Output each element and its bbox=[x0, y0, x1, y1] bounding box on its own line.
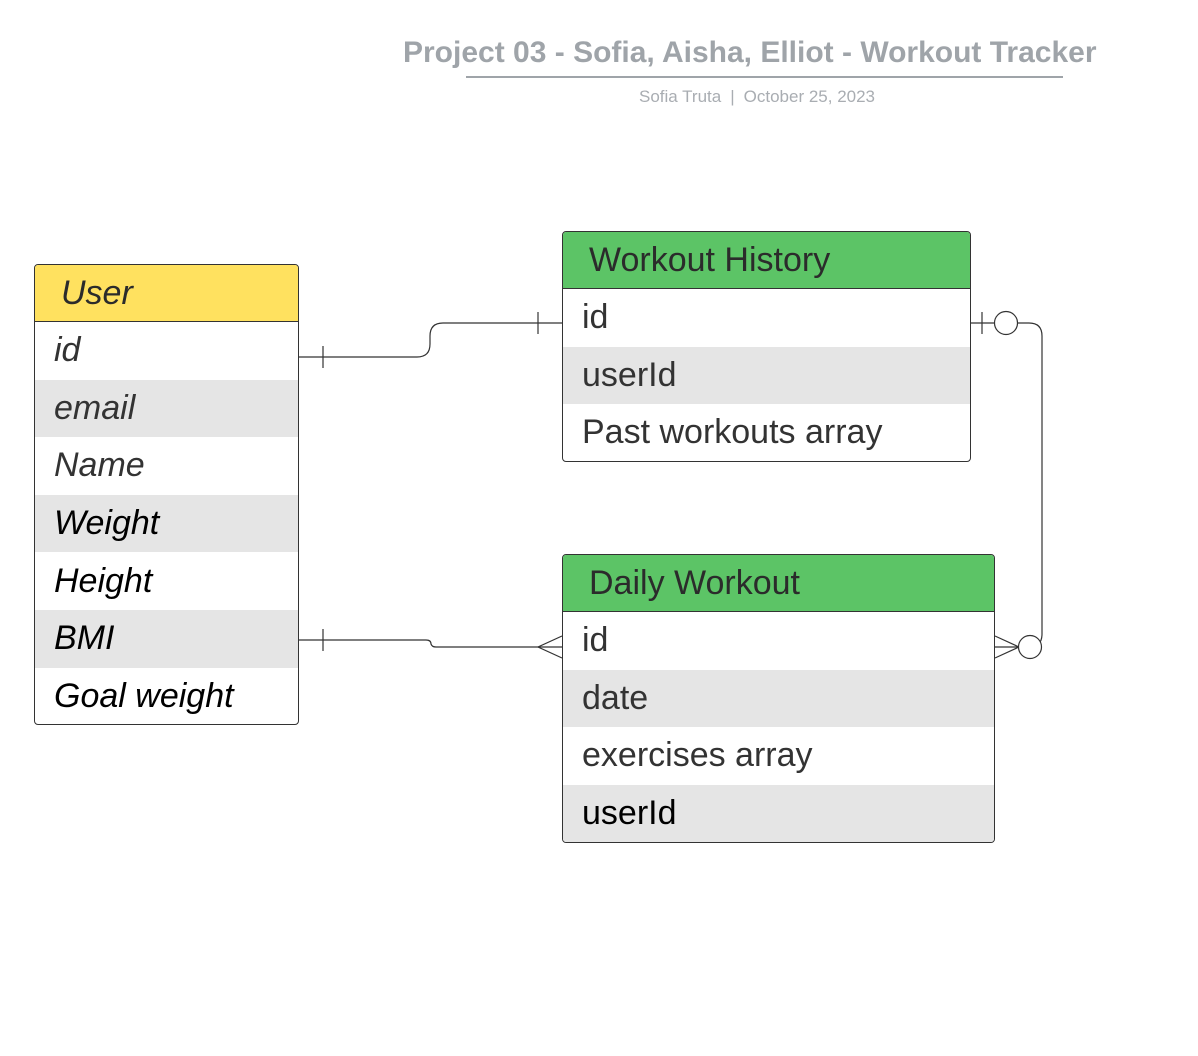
field-row: Name bbox=[35, 437, 298, 495]
field-row: date bbox=[563, 669, 994, 728]
field-row: Past workouts array bbox=[563, 404, 970, 461]
connector-user-daily bbox=[299, 639, 562, 648]
entity-workout-history-header: Workout History bbox=[563, 232, 970, 289]
field-history-past-workouts: Past workouts array bbox=[582, 413, 883, 452]
field-daily-id: id bbox=[582, 621, 609, 660]
field-user-height: Height bbox=[54, 561, 153, 600]
entity-daily-workout[interactable]: Daily Workout id date exercises array us… bbox=[562, 554, 995, 843]
entity-daily-workout-title: Daily Workout bbox=[589, 563, 800, 602]
field-user-id: id bbox=[54, 331, 81, 370]
author-name: Sofia Truta bbox=[639, 87, 722, 106]
field-row: exercises array bbox=[563, 727, 994, 785]
field-row: email bbox=[35, 379, 298, 438]
field-history-id: id bbox=[582, 298, 609, 337]
field-row: userId bbox=[563, 784, 994, 842]
entity-user[interactable]: User id email Name Weight Height BMI Goa… bbox=[34, 264, 299, 725]
field-user-name: Name bbox=[54, 446, 145, 485]
field-row: BMI bbox=[35, 609, 298, 668]
title-underline bbox=[466, 76, 1063, 78]
field-row: Height bbox=[35, 552, 298, 610]
connector-user-history bbox=[299, 322, 562, 358]
field-row: Weight bbox=[35, 494, 298, 553]
entity-workout-history[interactable]: Workout History id userId Past workouts … bbox=[562, 231, 971, 462]
document-date: October 25, 2023 bbox=[743, 87, 876, 106]
document-title: Project 03 - Sofia, Aisha, Elliot - Work… bbox=[403, 36, 1097, 69]
field-user-goal-weight: Goal weight bbox=[54, 676, 234, 715]
field-row: id bbox=[563, 289, 970, 347]
entity-daily-workout-header: Daily Workout bbox=[563, 555, 994, 612]
field-row: Goal weight bbox=[35, 668, 298, 724]
field-daily-exercises: exercises array bbox=[582, 736, 813, 775]
many-marker-daily-left bbox=[536, 635, 563, 659]
entity-user-header: User bbox=[35, 265, 298, 322]
entity-user-title: User bbox=[61, 273, 133, 312]
field-daily-date: date bbox=[582, 678, 649, 717]
document-meta: Sofia Truta | October 25, 2023 bbox=[639, 87, 875, 107]
meta-separator: | bbox=[730, 87, 735, 106]
field-row: id bbox=[35, 322, 298, 380]
field-user-weight: Weight bbox=[54, 504, 160, 543]
field-history-userid: userId bbox=[582, 355, 677, 394]
field-user-email: email bbox=[54, 388, 136, 427]
field-row: userId bbox=[563, 346, 970, 405]
entity-workout-history-title: Workout History bbox=[589, 240, 831, 279]
field-daily-userid: userId bbox=[582, 794, 677, 833]
zero-marker-daily bbox=[1017, 634, 1043, 660]
field-row: id bbox=[563, 612, 994, 670]
zero-marker-history bbox=[993, 310, 1019, 336]
field-user-bmi: BMI bbox=[54, 619, 115, 658]
